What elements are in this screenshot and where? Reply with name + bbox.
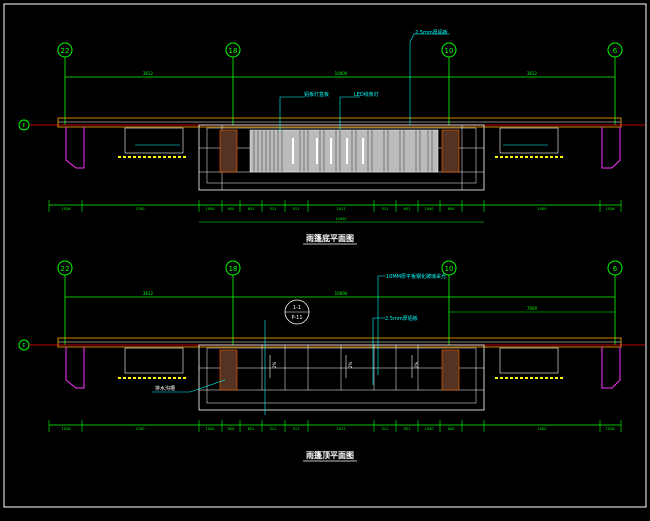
canopy-bottom-plan: 22 18 10 6 3612 10000 3612 F xyxy=(18,29,645,245)
grid-axis-6: 6 xyxy=(607,42,623,125)
slope-label: 2% xyxy=(348,361,353,368)
axis-label: 18 xyxy=(229,47,238,55)
dim-cell: 511 xyxy=(382,207,389,211)
label-drain: 排水沟槽 xyxy=(155,385,175,392)
section-marker: 1-1 P-11 xyxy=(284,299,310,325)
left-column-hatch xyxy=(65,127,85,169)
label-fixture: 铝板灯盒板 xyxy=(304,91,329,98)
axis-label: 6 xyxy=(613,265,618,273)
dim-middle: 10000 xyxy=(335,71,348,76)
grid-axis-18: 18 xyxy=(225,42,241,125)
axis-label: 10 xyxy=(445,47,454,55)
dim-cell: 600 xyxy=(228,427,235,431)
drawing-border xyxy=(3,3,647,508)
grid-axis-22: 22 xyxy=(57,42,73,125)
overall-dim: 12000 xyxy=(335,217,346,221)
label-steel-plate: 2.5mm厚铝板 xyxy=(415,29,448,36)
pit-column-left xyxy=(219,129,238,173)
grid-axis-18: 18 xyxy=(225,260,241,345)
dim-cell: 651 xyxy=(404,207,411,211)
dim-cell: 511 xyxy=(293,427,300,431)
row-axis-label: F xyxy=(22,343,26,350)
pit-column-left xyxy=(219,349,238,391)
central-pit-outline xyxy=(198,124,485,191)
canopy-edge xyxy=(57,117,622,128)
dim-cell: 2700 xyxy=(136,207,145,211)
dim-cell: 2017 xyxy=(337,207,346,211)
slope-label: 2% xyxy=(414,361,419,368)
axis-label: 22 xyxy=(61,47,70,55)
dim-cell: 1000 xyxy=(425,427,434,431)
plan-title: 雨篷顶平面图 xyxy=(306,450,354,460)
dim-cell: 1026 xyxy=(606,207,615,211)
dim-cell: 1000 xyxy=(206,427,215,431)
dim-cell: 1026 xyxy=(62,427,71,431)
label-glass: 10MM厚平板钢化玻璃采光 xyxy=(386,273,446,280)
dim-cell: 511 xyxy=(270,207,277,211)
axis-label: 22 xyxy=(61,265,70,273)
dim-cell: 600 xyxy=(448,207,455,211)
dim-cell: 1000 xyxy=(538,207,547,211)
axis-label: 10 xyxy=(445,265,454,273)
grid-axis-10: 10 xyxy=(441,42,457,125)
canopy-edge xyxy=(57,337,622,348)
dim-left: 3612 xyxy=(143,71,154,76)
dim-cell: 651 xyxy=(404,427,411,431)
dim-cell: 1026 xyxy=(62,207,71,211)
dim-cell: 1000 xyxy=(538,427,547,431)
slope-label: 2% xyxy=(272,361,277,368)
canopy-top-plan: 22 18 10 6 3612 10000 7000 F xyxy=(18,260,645,462)
pit-grid xyxy=(199,345,484,391)
dim-right: 7000 xyxy=(527,306,538,311)
left-column-hatch xyxy=(65,347,85,389)
dim-cell: 600 xyxy=(448,427,455,431)
axis-label: 6 xyxy=(613,47,618,55)
row-axis-label: F xyxy=(22,123,26,130)
dim-cell: 511 xyxy=(270,427,277,431)
plan-title: 雨篷底平面图 xyxy=(306,233,354,243)
label-led: LED线条灯 xyxy=(354,91,379,98)
dim-cell: 2017 xyxy=(337,427,346,431)
right-column-hatch xyxy=(601,127,621,169)
dim-cell: 600 xyxy=(228,207,235,211)
led-light-panel xyxy=(249,129,439,173)
dim-cell: 651 xyxy=(248,207,255,211)
dim-cell: 511 xyxy=(382,427,389,431)
dim-middle: 10000 xyxy=(335,291,348,296)
pit-column-right xyxy=(441,349,460,391)
dim-cell: 2700 xyxy=(136,427,145,431)
grid-axis-6: 6 xyxy=(607,260,623,345)
dim-cell: 1000 xyxy=(425,207,434,211)
dim-right: 3612 xyxy=(527,71,538,76)
right-column-hatch xyxy=(601,347,621,389)
dim-left: 3612 xyxy=(143,291,154,296)
dim-cell: 1000 xyxy=(206,207,215,211)
label-steel-plate: 2.5mm厚铝板 xyxy=(385,315,418,322)
grid-axis-10: 10 xyxy=(441,260,457,345)
dim-cell: 511 xyxy=(293,207,300,211)
central-pit-outline xyxy=(198,344,485,411)
section-ref: P-11 xyxy=(291,315,302,321)
dim-cell: 651 xyxy=(248,427,255,431)
section-number: 1-1 xyxy=(293,305,301,311)
pit-column-right xyxy=(441,129,460,173)
axis-label: 18 xyxy=(229,265,238,273)
grid-axis-22: 22 xyxy=(57,260,73,345)
dim-cell: 1026 xyxy=(606,427,615,431)
